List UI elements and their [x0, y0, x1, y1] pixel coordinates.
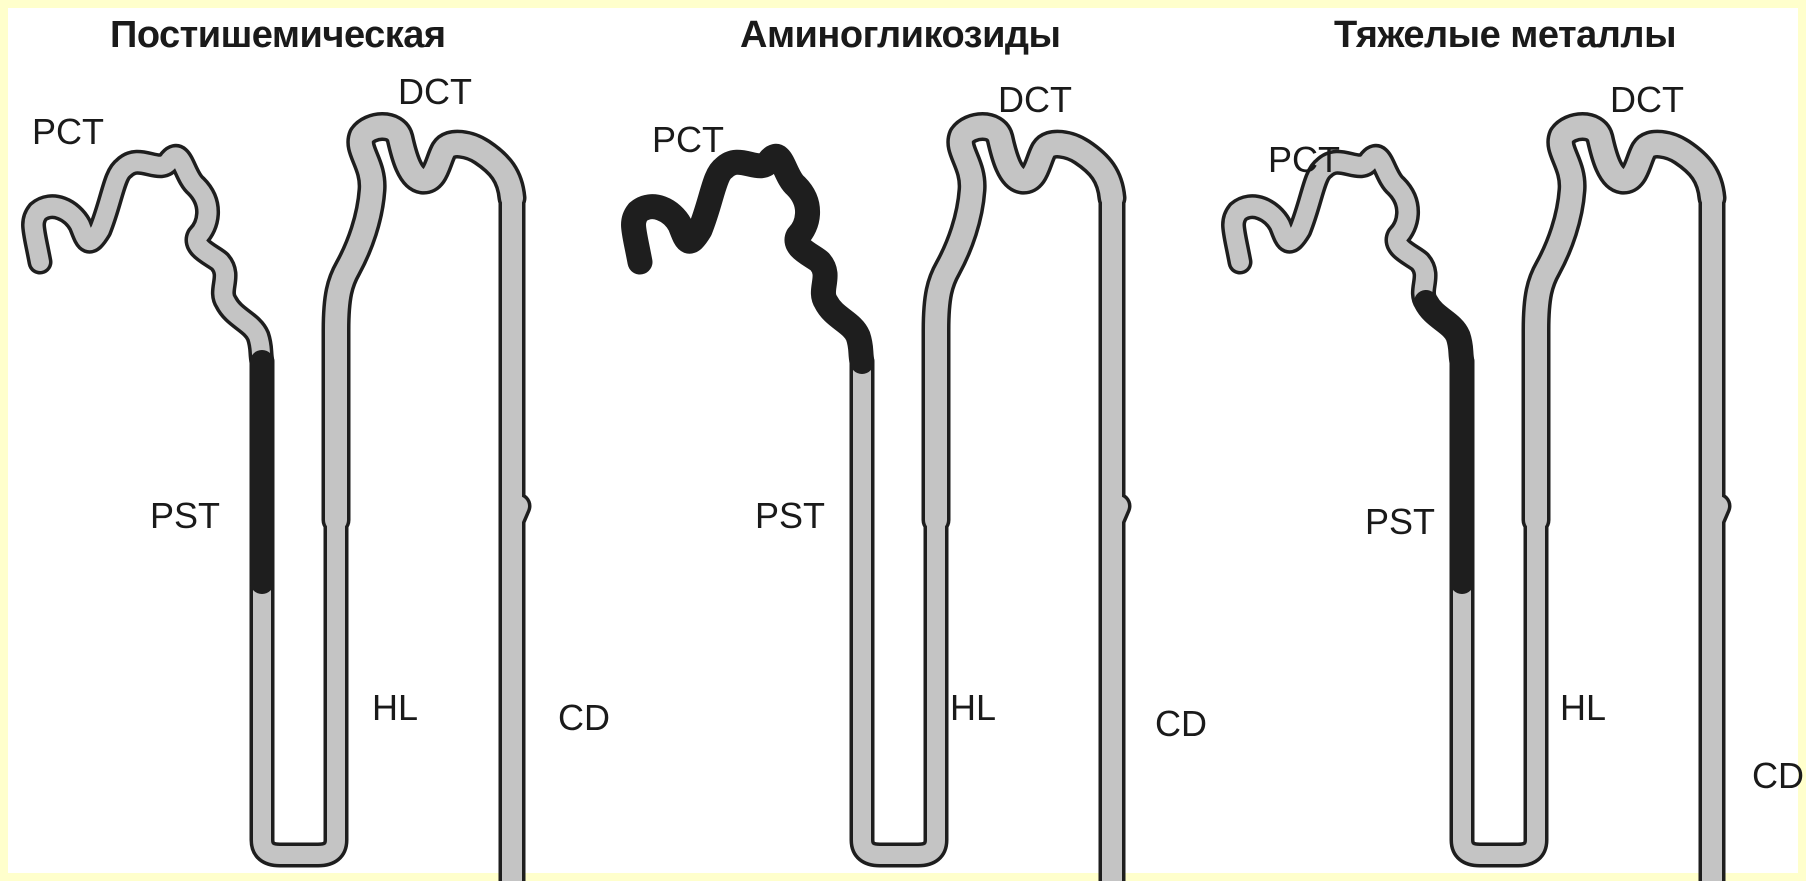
label-hl: HL — [1560, 690, 1606, 726]
label-pct: PCT — [1268, 142, 1340, 178]
segment-dct — [336, 127, 512, 521]
panel-aminoglycosides: Аминогликозиды PCT DCT PST HL CD — [600, 0, 1202, 881]
label-hl: HL — [950, 690, 996, 726]
nephron-diagram-heavy-metals — [1200, 0, 1802, 881]
segment-pct — [1234, 156, 1462, 362]
segment-dct — [936, 127, 1112, 521]
damage-highlight — [634, 156, 862, 362]
segment-pct — [34, 156, 262, 362]
panel-postischemic: Постишемическая PCT DCT PST HL CD — [0, 0, 602, 881]
segment-cd — [512, 198, 518, 881]
label-dct: DCT — [998, 82, 1072, 118]
panel-heavy-metals: Тяжелые металлы PCT DCT PST HL CD — [1200, 0, 1802, 881]
segment-dct — [1536, 127, 1712, 521]
label-pct: PCT — [652, 122, 724, 158]
label-dct: DCT — [1610, 82, 1684, 118]
label-pst: PST — [1365, 504, 1435, 540]
label-hl: HL — [372, 690, 418, 726]
label-cd: CD — [1752, 758, 1804, 794]
segment-cd — [1712, 198, 1718, 881]
label-pct: PCT — [32, 114, 104, 150]
panel-title: Тяжелые металлы — [1334, 16, 1676, 54]
segment-cd — [1112, 198, 1118, 881]
label-pst: PST — [150, 498, 220, 534]
panel-title: Аминогликозиды — [740, 16, 1061, 54]
label-pst: PST — [755, 498, 825, 534]
panel-title: Постишемическая — [110, 16, 446, 54]
label-dct: DCT — [398, 74, 472, 110]
